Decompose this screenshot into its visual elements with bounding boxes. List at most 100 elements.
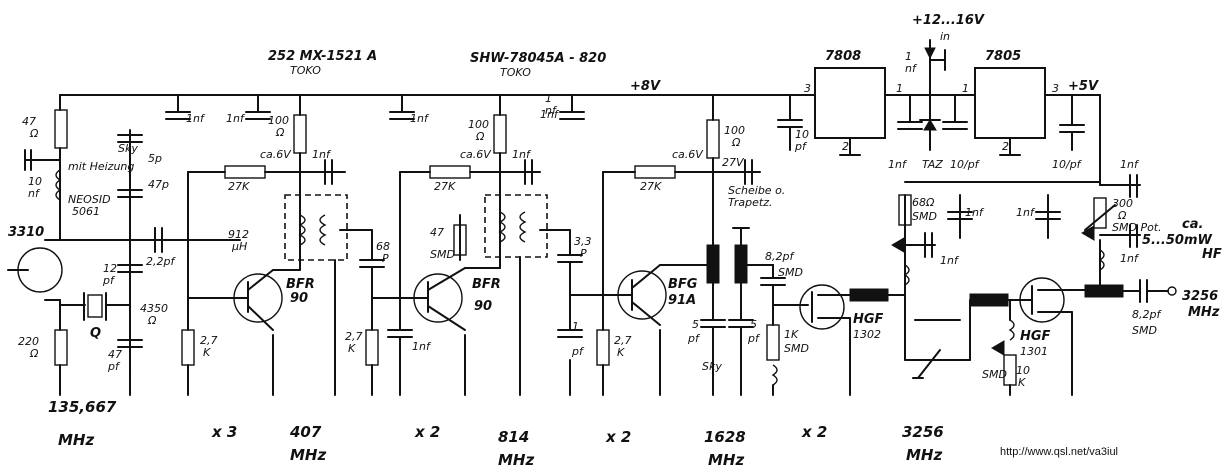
regulator-7808 xyxy=(814,67,886,139)
r4350-unit: Ω xyxy=(147,314,157,327)
choke-icon xyxy=(771,364,778,386)
l912-label: 912 xyxy=(228,228,249,241)
stage1-freq-label: 407 xyxy=(289,423,322,441)
c10n-unit: nf xyxy=(28,187,41,200)
t5b-label: 1301 xyxy=(1020,345,1048,358)
coil1-maker-label: TOKO xyxy=(290,64,321,77)
smd-a-label: SMD xyxy=(982,368,1007,381)
regulator-7805 xyxy=(974,67,1046,139)
c1pf-label: 1 xyxy=(572,320,579,333)
c82pf2-unit: SMD xyxy=(1132,324,1157,337)
diode3-icon xyxy=(1081,225,1095,241)
c1nf-a-label: 1nf xyxy=(186,112,206,125)
regulator-caps xyxy=(777,49,1085,151)
c27v-label: 27V xyxy=(722,156,745,169)
osc-unit-label: MHz xyxy=(58,431,94,449)
r68-label: 68Ω xyxy=(912,196,935,209)
rail-8v-label: +8V xyxy=(630,79,661,94)
c1nf-o-label: 1nf xyxy=(1120,252,1140,265)
stripline-4 xyxy=(969,293,1009,307)
c82pf-unit: SMD xyxy=(778,266,803,279)
r100a-label: 100 xyxy=(268,114,289,127)
c68-label: 68 xyxy=(376,240,390,253)
tz-label: TAZ xyxy=(922,158,943,171)
c1nf-g-label: 1nf xyxy=(540,108,560,121)
coil1-secondary-icon xyxy=(319,214,327,246)
r100c-label: 100 xyxy=(724,124,745,137)
sky-label: Sky xyxy=(118,142,138,155)
r27k-e-label: 2,7 xyxy=(614,334,632,347)
pin-n4-label: 1 xyxy=(962,82,969,95)
c47p2-label: 47 xyxy=(108,348,122,361)
coil1-primary-icon xyxy=(298,214,306,246)
r1k-label: 1K xyxy=(784,328,799,341)
c1nf-d-label: 1nf xyxy=(410,112,430,125)
pin-n6-label: 3 xyxy=(1052,82,1059,95)
r100b-label: 100 xyxy=(468,118,489,131)
r100b-unit: Ω xyxy=(475,130,485,143)
r27k-f-label: 27K xyxy=(640,180,662,193)
stripline-3 xyxy=(849,288,889,302)
c12p-label: 12 xyxy=(103,262,117,275)
t2b-label: 90 xyxy=(474,299,492,314)
r27k-c-label: 2,7 xyxy=(345,330,363,343)
coil2-shield xyxy=(484,194,548,258)
c68-unit: P xyxy=(382,252,389,265)
pin-n3-label: 3 xyxy=(804,82,811,95)
t1b-label: 90 xyxy=(290,291,308,306)
supply-in-label: +12...16V xyxy=(912,13,985,28)
q-label: Q xyxy=(90,326,101,341)
out-level2-label: 5...50mW xyxy=(1142,233,1212,248)
c1nf-c-label: 1nf xyxy=(312,148,332,161)
r27k-c-unit: K xyxy=(348,342,356,355)
stage4-unit-label: MHz xyxy=(906,446,942,464)
diode-icon xyxy=(891,237,905,253)
r100c-unit: Ω xyxy=(731,136,741,149)
stage2-freq-label: 814 xyxy=(498,428,529,446)
reg1-label: 7808 xyxy=(825,49,861,64)
c5pf2-unit: pf xyxy=(747,332,761,345)
coil1-shield xyxy=(284,194,348,261)
source-url[interactable]: http://www.qsl.net/va3iul xyxy=(1000,446,1118,458)
r300p-label: SMD Pot. xyxy=(1112,221,1162,234)
c33-label: 3,3 xyxy=(574,235,592,248)
crystal-icon xyxy=(87,294,103,318)
c47p-label: 47p xyxy=(148,178,169,191)
c47p2-unit: pf xyxy=(107,360,121,373)
rail-5v-label: +5V xyxy=(1068,79,1099,94)
oscillator-stage xyxy=(7,94,241,371)
c10n-label: 10 xyxy=(28,175,42,188)
out-unit-label: MHz xyxy=(1188,305,1220,320)
t4-label: HGF xyxy=(853,312,884,327)
c12p-unit: pf xyxy=(102,274,116,287)
c1nf-n-label: 1nf xyxy=(1120,158,1140,171)
stage3-unit-label: MHz xyxy=(708,451,744,469)
pin-n2-label: 2 xyxy=(842,140,849,153)
out-level-label: ca. xyxy=(1182,217,1203,232)
ground-connections xyxy=(59,329,1073,396)
c5pf-label: 5 xyxy=(692,318,699,331)
neosid-label: NEOSID xyxy=(68,193,111,206)
r27k-b-label: 2,7 xyxy=(200,334,218,347)
r27k-a-label: 27K xyxy=(228,180,250,193)
c5pf-unit: pf xyxy=(687,332,701,345)
r27k-d-label: 27K xyxy=(434,180,456,193)
c1nf-i-label: 1 xyxy=(905,50,912,63)
c82pf-label: 8,2pf xyxy=(765,250,795,263)
r220-label: 220 xyxy=(18,335,39,348)
c5pf2-label: 5 xyxy=(750,318,757,331)
stage2-bfr90 xyxy=(371,94,585,396)
out-freq-label: 3256 xyxy=(1182,289,1218,304)
trapez-label: Trapetz. xyxy=(728,196,772,209)
c1nf-h-label: 1 xyxy=(545,92,552,105)
heizung-label: mit Heizung xyxy=(68,160,134,173)
q1-label: 3310 xyxy=(8,225,44,240)
r1k-unit: SMD xyxy=(784,342,809,355)
c1nf-f-label: 1nf xyxy=(512,148,532,161)
t3b-label: 91A xyxy=(668,293,696,308)
c1nf-j-label: 1nf xyxy=(888,158,908,171)
pin-n1-label: 1 xyxy=(896,82,903,95)
r100a-unit: Ω xyxy=(275,126,285,139)
r47b-label: 47 xyxy=(430,226,444,239)
